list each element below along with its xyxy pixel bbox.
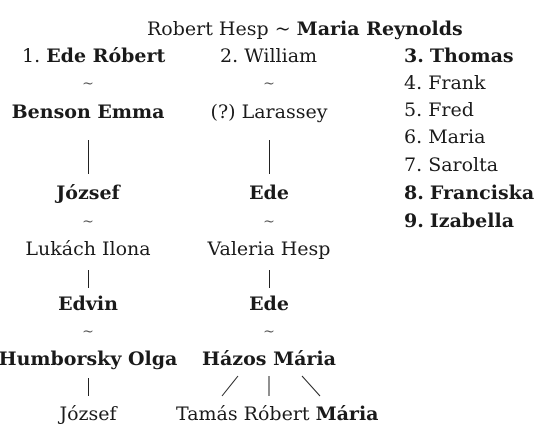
root-couple: Robert Hesp ~ Maria Reynolds <box>147 18 463 40</box>
col2-gen2-spouse: Valeria Hesp <box>207 238 331 260</box>
sibling-7-number: 7. <box>404 154 423 176</box>
col2-child-robert: Róbert <box>243 403 310 425</box>
sibling-8-number: 8. <box>404 182 424 204</box>
col2-descent-line-2 <box>269 270 270 288</box>
root-marriage-symbol: ~ <box>274 18 291 40</box>
col2-gen2: Ede <box>249 182 289 204</box>
sibling-9-number: 9. <box>404 210 424 232</box>
col1-marriage-symbol-3: ~ <box>82 324 94 340</box>
col2-children: Tamás Róbert Mária <box>176 403 378 425</box>
col1-spouse: Benson Emma <box>11 101 165 123</box>
sibling-3-number: 3. <box>404 45 424 67</box>
branch-line-maria <box>301 375 321 397</box>
col1-descent-line-2 <box>88 270 89 288</box>
col2-child-maria: Mária <box>315 403 379 425</box>
sibling-5-number: 5. <box>404 99 423 121</box>
col2-child: 2. William <box>220 45 317 67</box>
col1-gen4: József <box>59 403 117 425</box>
col2-child-tamas: Tamás <box>176 403 238 425</box>
col2-child-name: William <box>244 45 318 67</box>
col2-marriage-symbol-3: ~ <box>263 324 275 340</box>
sibling-8-name: Franciska <box>429 182 535 204</box>
root-wife: Maria Reynolds <box>296 18 463 40</box>
col2-marriage-symbol-1: ~ <box>263 76 275 92</box>
col1-child: 1. Ede Róbert <box>22 45 165 67</box>
sibling-7-name: Sarolta <box>428 154 499 176</box>
sibling-4-name: Frank <box>428 72 486 94</box>
sibling-5-name: Fred <box>428 99 474 121</box>
sibling-6-name: Maria <box>428 126 486 148</box>
sibling-3-name: Thomas <box>429 45 514 67</box>
sibling-4: 4. Frank <box>404 72 486 94</box>
sibling-9: 9. Izabella <box>404 210 514 232</box>
sibling-6: 6. Maria <box>404 126 485 148</box>
root-husband: Robert Hesp <box>147 18 269 40</box>
col1-marriage-symbol-1: ~ <box>82 76 94 92</box>
col2-gen3-spouse: Házos Mária <box>202 348 336 370</box>
col1-descent-line-3 <box>88 378 89 396</box>
col1-gen3: Edvin <box>58 293 118 315</box>
col1-child-name: Ede Róbert <box>46 45 166 67</box>
sibling-6-number: 6. <box>404 126 423 148</box>
col1-marriage-symbol-2: ~ <box>82 214 94 230</box>
sibling-8: 8. Franciska <box>404 182 534 204</box>
sibling-3: 3. Thomas <box>404 45 514 67</box>
col1-gen3-spouse: Humborsky Olga <box>0 348 178 370</box>
col2-marriage-symbol-2: ~ <box>263 214 275 230</box>
col2-gen3: Ede <box>249 293 289 315</box>
col1-number: 1. <box>22 45 41 67</box>
sibling-4-number: 4. <box>404 72 423 94</box>
col2-number: 2. <box>220 45 239 67</box>
sibling-5: 5. Fred <box>404 99 474 121</box>
sibling-7: 7. Sarolta <box>404 154 498 176</box>
sibling-9-name: Izabella <box>429 210 514 232</box>
col1-gen2: József <box>56 182 120 204</box>
col1-descent-line-1 <box>88 140 89 174</box>
branch-line-tamas <box>221 375 239 397</box>
col2-descent-line-1 <box>269 140 270 174</box>
col1-gen2-spouse: Lukách Ilona <box>25 238 151 260</box>
col2-spouse: (?) Larassey <box>210 101 328 123</box>
